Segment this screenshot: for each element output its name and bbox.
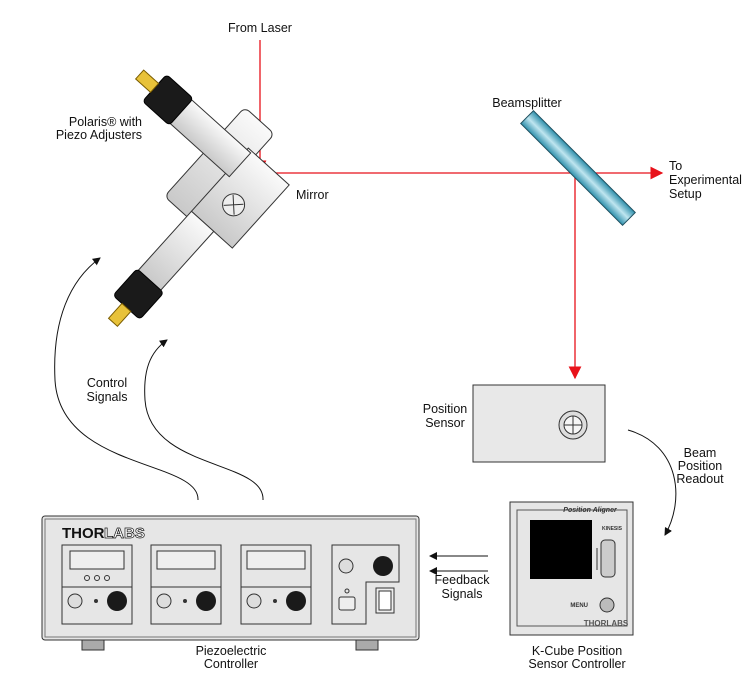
label-polaris-1: Polaris® with — [69, 115, 142, 129]
control-signal-arrow-2 — [144, 339, 264, 501]
kinesis-logo: KINESIS — [602, 526, 623, 532]
connector-icon — [67, 593, 83, 609]
label-sensor-1: Position — [423, 402, 468, 416]
label-control-1: Control — [87, 376, 127, 390]
readout-arrow — [627, 429, 677, 536]
beamsplitter — [520, 110, 636, 226]
label-kcube-2: Sensor Controller — [528, 657, 625, 671]
label-to-1: To — [669, 159, 682, 173]
position-sensor — [472, 384, 606, 463]
label-feedback-1: Feedback — [435, 573, 491, 587]
polaris-mirror-mount — [107, 69, 290, 328]
label-from-laser: From Laser — [228, 21, 292, 35]
channel-1-knob[interactable] — [107, 591, 127, 611]
thorlabs-logo-light: LABS — [104, 525, 145, 542]
label-control-2: Signals — [87, 390, 128, 404]
kcube-display — [530, 520, 592, 579]
piezo-controller: THOR LABS — [41, 515, 420, 651]
label-to-3: Setup — [669, 187, 702, 201]
control-signal-arrow-1 — [54, 257, 199, 501]
channel-3 — [240, 544, 312, 625]
label-sensor-2: Sensor — [425, 416, 465, 430]
label-piezo-1: Piezoelectric — [196, 644, 267, 658]
master-knob[interactable] — [373, 556, 393, 576]
channel-2 — [150, 544, 222, 625]
label-mirror: Mirror — [296, 188, 329, 202]
label-readout-2: Position — [678, 459, 723, 473]
enable-button[interactable] — [338, 596, 356, 611]
label-to-2: Experimental — [669, 173, 742, 187]
thorlabs-logo-bold: THOR — [62, 525, 105, 542]
label-piezo-2: Controller — [204, 657, 258, 671]
label-readout-1: Beam — [684, 446, 717, 460]
power-panel — [331, 544, 400, 625]
label-readout-3: Readout — [676, 472, 724, 486]
kcube-menu-button[interactable] — [599, 597, 615, 613]
label-polaris-2: Piezo Adjusters — [56, 128, 142, 142]
channel-3-knob[interactable] — [286, 591, 306, 611]
kcube-controller: Position Aligner KINESIS MENU THORLABS — [509, 501, 634, 636]
channel-1 — [61, 544, 133, 625]
label-feedback-2: Signals — [442, 587, 483, 601]
label-kcube-1: K-Cube Position — [532, 644, 622, 658]
channel-2-knob[interactable] — [196, 591, 216, 611]
kcube-title: Position Aligner — [563, 507, 618, 514]
kcube-brand: THORLABS — [584, 619, 629, 628]
label-beamsplitter: Beamsplitter — [492, 96, 561, 110]
kcube-scroll-wheel[interactable] — [600, 539, 616, 578]
kcube-menu-label: MENU — [570, 603, 588, 609]
